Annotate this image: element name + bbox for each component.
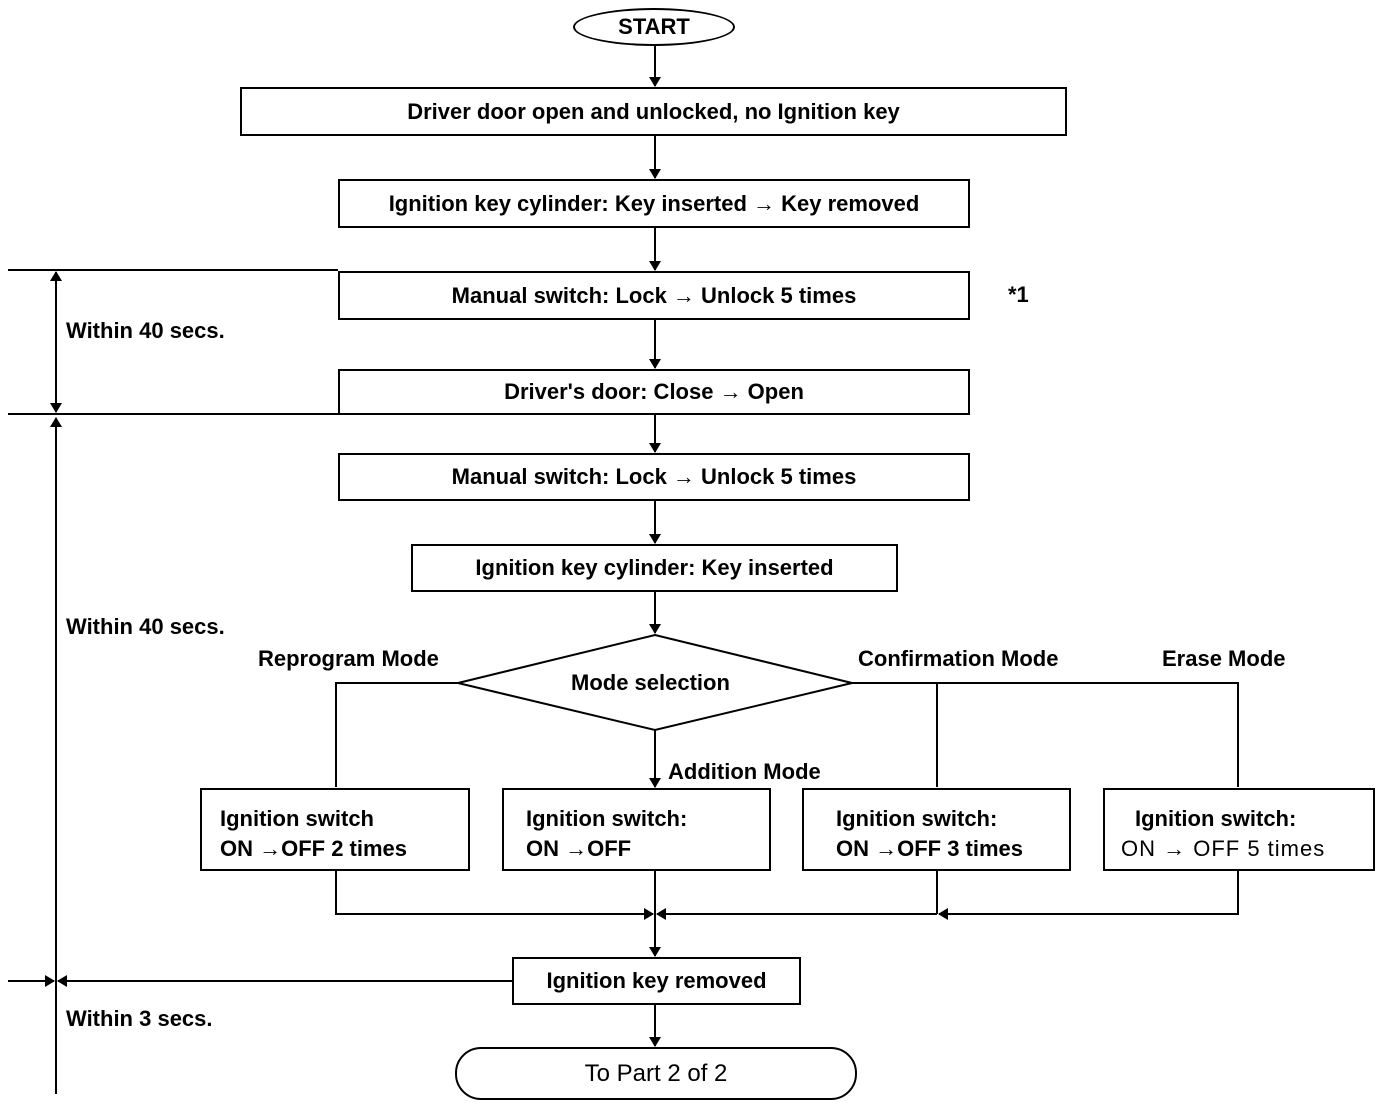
erase-line2: ON → OFF 5 times xyxy=(1121,836,1326,861)
label-confirmation-mode: Confirmation Mode xyxy=(858,646,1059,671)
step-driver-door-close-open: Driver's door: Close → Open xyxy=(338,369,970,415)
reprogram-line1: Ignition switch xyxy=(220,806,374,831)
label-addition-mode: Addition Mode xyxy=(668,759,821,784)
box-addition-ignition: Ignition switch: ON →OFF xyxy=(502,788,771,871)
step-key-inserted-removed: Ignition key cylinder: Key inserted → Ke… xyxy=(338,179,970,228)
reprogram-line2: ON →OFF 2 times xyxy=(220,836,408,861)
confirmation-line2: ON →OFF 3 times xyxy=(836,836,1024,861)
box-confirmation-ignition: Ignition switch: ON →OFF 3 times xyxy=(802,788,1071,871)
confirmation-line1: Ignition switch: xyxy=(836,806,998,831)
start-terminal: START xyxy=(573,8,735,46)
erase-line1: Ignition switch: xyxy=(1135,806,1297,831)
box-reprogram-ignition: Ignition switch ON →OFF 2 times xyxy=(200,788,470,871)
step-driver-door-open: Driver door open and unlocked, no Igniti… xyxy=(240,87,1067,136)
timing-within-40-secs-2: Within 40 secs. xyxy=(66,614,225,639)
step-key-removed: Ignition key removed xyxy=(512,957,801,1005)
end-terminal-part2: To Part 2 of 2 xyxy=(455,1047,857,1100)
timing-within-3-secs: Within 3 secs. xyxy=(66,1006,213,1031)
label-reprogram-mode: Reprogram Mode xyxy=(258,646,439,671)
addition-line2: ON →OFF xyxy=(526,836,632,861)
box-erase-ignition: Ignition switch: ON → OFF 5 times xyxy=(1103,788,1375,871)
addition-line1: Ignition switch: xyxy=(526,806,688,831)
decision-label: Mode selection xyxy=(571,670,730,695)
step-manual-switch-1: Manual switch: Lock → Unlock 5 times xyxy=(338,271,970,320)
decision-diamond-shape xyxy=(457,633,853,732)
timing-within-40-secs-1: Within 40 secs. xyxy=(66,318,225,343)
step-key-inserted: Ignition key cylinder: Key inserted xyxy=(411,544,898,592)
label-erase-mode: Erase Mode xyxy=(1162,646,1286,671)
step-manual-switch-2: Manual switch: Lock → Unlock 5 times xyxy=(338,453,970,501)
footnote-ref: *1 xyxy=(1008,282,1029,307)
